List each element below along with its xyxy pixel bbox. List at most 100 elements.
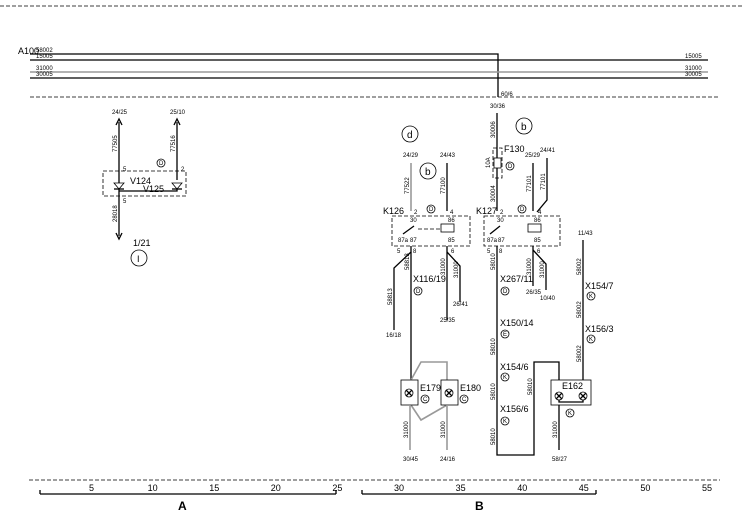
- scale-tick-label: 25: [332, 483, 342, 493]
- bus-line-58002: [30, 53, 499, 97]
- svg-text:58010: 58010: [491, 383, 497, 400]
- scale-tick-label: 30: [394, 483, 404, 493]
- svg-text:30006: 30006: [491, 121, 497, 138]
- scale-tick-label: 45: [579, 483, 589, 493]
- svg-text:58010: 58010: [528, 378, 534, 395]
- svg-text:E: E: [503, 332, 507, 338]
- svg-text:31000: 31000: [441, 421, 447, 438]
- svg-text:D: D: [429, 207, 434, 213]
- ref-label: 24/43: [440, 153, 456, 159]
- svg-text:11/43: 11/43: [578, 231, 593, 237]
- variant-label: b: [425, 167, 431, 178]
- svg-text:D: D: [520, 207, 525, 213]
- fuse-box: [492, 147, 503, 179]
- svg-text:D: D: [503, 289, 508, 295]
- relay-box: [483, 215, 561, 247]
- svg-text:K: K: [568, 411, 572, 417]
- svg-text:58002: 58002: [577, 345, 583, 362]
- svg-text:25/35: 25/35: [440, 318, 456, 324]
- variant-label: d: [407, 130, 413, 141]
- svg-text:b: b: [521, 122, 527, 133]
- svg-text:C: C: [423, 397, 428, 403]
- svg-text:10/40: 10/40: [540, 296, 556, 302]
- svg-text:31000: 31000: [553, 421, 559, 438]
- ref-label: 24/29: [403, 153, 419, 159]
- bus-name: A100: [18, 46, 39, 56]
- svg-text:77522: 77522: [405, 177, 411, 194]
- ref-label: 25/10: [170, 110, 186, 116]
- svg-text:8: 8: [413, 249, 417, 255]
- fuse-label: F130: [504, 144, 525, 154]
- svg-text:30/45: 30/45: [403, 457, 419, 463]
- svg-text:85: 85: [448, 238, 455, 244]
- svg-text:30004: 30004: [491, 185, 497, 202]
- svg-text:58002: 58002: [577, 301, 583, 318]
- component-label: V125: [143, 184, 164, 194]
- ground-circle: [130, 249, 148, 267]
- scale-tick-label: 35: [456, 483, 466, 493]
- svg-text:30: 30: [497, 218, 504, 224]
- svg-text:26/41: 26/41: [453, 302, 469, 308]
- svg-text:31000: 31000: [540, 261, 546, 278]
- svg-text:58/27: 58/27: [552, 457, 568, 463]
- bus-label: 30005: [685, 72, 702, 78]
- svg-text:24/41: 24/41: [540, 148, 556, 154]
- svg-text:85: 85: [534, 238, 541, 244]
- connector-label: X156/3: [585, 324, 614, 334]
- scale-tick-label: 20: [271, 483, 281, 493]
- bus-label: 15005: [685, 54, 702, 60]
- svg-text:4: 4: [450, 210, 454, 216]
- relay-coil-icon: [440, 223, 455, 233]
- component-label: V124: [130, 176, 151, 186]
- svg-text:D: D: [508, 164, 513, 170]
- svg-text:2: 2: [414, 210, 418, 216]
- bus-label: 15005: [36, 54, 53, 60]
- fuse-icon: [493, 157, 502, 169]
- svg-text:5: 5: [123, 167, 127, 173]
- diode-icon: [171, 182, 183, 190]
- component-label: E180: [460, 383, 481, 393]
- svg-text:I: I: [137, 254, 140, 264]
- component-label: E179: [420, 383, 441, 393]
- svg-text:58010: 58010: [491, 428, 497, 445]
- svg-text:26/35: 26/35: [526, 290, 542, 296]
- bus-label: 58002: [36, 48, 53, 54]
- tap-label: 60/6: [501, 92, 513, 98]
- scale-tick-label: 40: [517, 483, 527, 493]
- svg-text:16/18: 16/18: [386, 333, 402, 339]
- scale-tick-label: 10: [148, 483, 158, 493]
- scale-tick-label: 50: [640, 483, 650, 493]
- svg-text:2: 2: [500, 210, 504, 216]
- svg-text:K: K: [503, 419, 507, 425]
- ref-label: 24/25: [112, 110, 128, 116]
- svg-text:87a: 87a: [398, 238, 409, 244]
- svg-text:30: 30: [410, 218, 417, 224]
- scale-tick-label: 5: [89, 483, 94, 493]
- relay-box: [391, 215, 471, 247]
- svg-text:D: D: [416, 289, 421, 295]
- svg-text:31000: 31000: [441, 258, 447, 275]
- section-label-a: A: [178, 499, 187, 513]
- svg-text:5: 5: [487, 249, 491, 255]
- svg-text:86: 86: [534, 218, 541, 224]
- svg-text:24/16: 24/16: [440, 457, 456, 463]
- connector-label: X267/11: [500, 274, 533, 284]
- svg-text:4: 4: [538, 210, 542, 216]
- svg-text:86: 86: [448, 218, 455, 224]
- svg-text:87: 87: [410, 238, 417, 244]
- svg-text:K: K: [589, 337, 593, 343]
- svg-text:D: D: [159, 161, 164, 167]
- component-label: K126: [383, 206, 404, 216]
- svg-text:25/29: 25/29: [525, 153, 541, 159]
- svg-text:5: 5: [123, 199, 127, 205]
- svg-text:58813: 58813: [405, 253, 411, 270]
- diode-icon: [113, 182, 125, 190]
- svg-text:77101: 77101: [527, 175, 533, 192]
- svg-text:K: K: [503, 375, 507, 381]
- ref-label: 1/21: [133, 238, 151, 248]
- wire-code: 77516: [171, 135, 177, 152]
